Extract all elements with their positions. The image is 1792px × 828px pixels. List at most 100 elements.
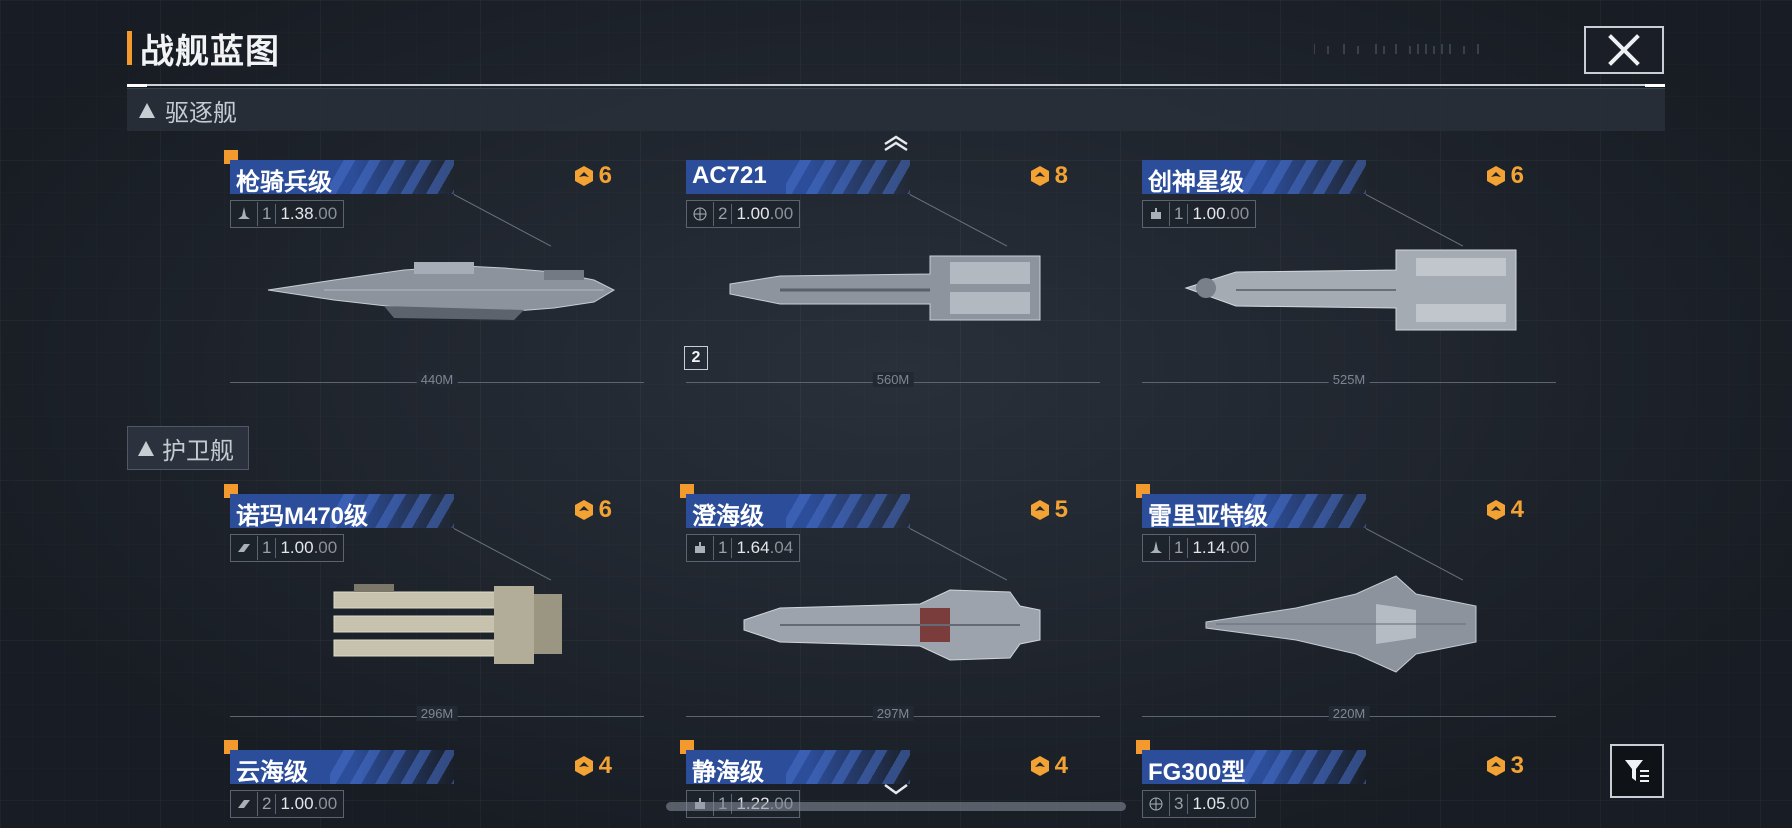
name-bar-stripes (330, 750, 454, 784)
name-bar-stripes (330, 160, 454, 194)
turret-icon (687, 536, 714, 560)
ship-length: 560M (872, 372, 914, 387)
name-bar-stripes (330, 494, 454, 528)
ship-multiplier-decimal: .00 (1225, 538, 1250, 557)
ship-level: 1 (714, 538, 733, 558)
close-button[interactable] (1584, 26, 1664, 74)
ship-name: 枪骑兵级 (236, 169, 332, 196)
turret-icon (1143, 202, 1170, 226)
ship-level: 1 (1170, 204, 1189, 224)
fighter-icon (1143, 536, 1170, 560)
ship-card[interactable]: 创神星级 6 1 1.00.00 525M (1136, 150, 1556, 390)
ship-multiplier-decimal: .00 (313, 538, 338, 557)
ship-name: 澄海级 (692, 503, 764, 530)
speed-icon (231, 536, 258, 560)
length-scale: 297M (686, 706, 1100, 724)
ship-level: 2 (714, 204, 733, 224)
ship-stats: 1 1.00.00 (1142, 200, 1257, 228)
ship-blueprint-image (1205, 575, 1477, 673)
chevron-up-icon[interactable] (882, 134, 910, 152)
length-scale: 525M (1142, 372, 1556, 390)
page-header: 战舰蓝图 (127, 26, 280, 71)
command-cost: 5 (1029, 496, 1068, 524)
command-cost: 6 (573, 496, 612, 524)
filter-button[interactable] (1610, 744, 1664, 798)
ship-length: 220M (1328, 706, 1370, 721)
ship-level: 1 (1170, 538, 1189, 558)
ship-multiplier: 1.38 (280, 204, 314, 223)
collapse-triangle-icon (138, 440, 154, 456)
command-cost: 6 (1485, 162, 1524, 190)
speed-icon (231, 792, 258, 816)
chevron-down-icon[interactable] (882, 782, 910, 798)
ship-card[interactable]: AC721 8 2 1.00.00 2 560M (680, 150, 1100, 390)
collapse-triangle-icon (139, 102, 155, 118)
section-header-destroyer[interactable]: 驱逐舰 (127, 88, 1665, 131)
command-point-icon (1486, 756, 1505, 776)
ship-name: FG300型 (1148, 759, 1246, 786)
command-point-icon (574, 166, 593, 186)
section-header-frigate[interactable]: 护卫舰 (127, 426, 249, 470)
ship-level: 1 (258, 538, 277, 558)
name-bar-stripes (786, 750, 910, 784)
ship-multiplier: 1.14 (1192, 538, 1226, 557)
ship-blueprint-image (729, 255, 1041, 321)
cost-value: 6 (1510, 162, 1524, 189)
cost-value: 6 (598, 162, 612, 189)
scroll-indicator[interactable] (666, 802, 1126, 811)
ship-card[interactable]: 雷里亚特级 4 1 1.14.00 220M (1136, 484, 1556, 724)
ship-card[interactable]: 澄海级 5 1 1.64.04 297M (680, 484, 1100, 724)
ship-name: 云海级 (236, 759, 308, 786)
header-divider-cap (127, 84, 147, 87)
ship-level: 3 (1170, 794, 1189, 814)
command-cost: 4 (1485, 496, 1524, 524)
command-cost: 4 (1029, 752, 1068, 780)
globe-icon (1143, 792, 1170, 816)
command-point-icon (1030, 756, 1049, 776)
ship-multiplier-decimal: .04 (769, 538, 794, 557)
section-label: 护卫舰 (162, 437, 234, 465)
ship-stats: 1 1.14.00 (1142, 534, 1257, 562)
filter-icon (1625, 760, 1649, 782)
ship-blueprint-image (1184, 249, 1517, 331)
ship-multiplier-decimal: .00 (313, 204, 338, 223)
ship-name: 诺玛M470级 (236, 503, 369, 530)
length-scale: 560M (686, 372, 1100, 390)
ship-length: 296M (416, 706, 458, 721)
ship-stats: 2 1.00.00 (686, 200, 801, 228)
cost-value: 8 (1054, 162, 1068, 189)
ship-multiplier-decimal: .00 (1225, 204, 1250, 223)
title-accent-bar (127, 31, 132, 65)
fighter-icon (231, 202, 258, 226)
ship-level: 2 (258, 794, 277, 814)
command-cost: 3 (1485, 752, 1524, 780)
ship-card[interactable]: 枪骑兵级 6 1 1.38.00 440M (224, 150, 644, 390)
ship-blueprint-image (333, 584, 562, 664)
ship-length: 525M (1328, 372, 1370, 387)
ship-multiplier: 1.00 (280, 538, 314, 557)
header-divider (127, 84, 1665, 86)
name-bar-stripes (786, 494, 910, 528)
cost-value: 6 (598, 496, 612, 523)
ship-length: 297M (872, 706, 914, 721)
cost-value: 4 (1054, 752, 1068, 779)
ship-level: 1 (258, 204, 277, 224)
length-scale: 440M (230, 372, 644, 390)
ship-multiplier: 1.64 (736, 538, 770, 557)
command-cost: 6 (573, 162, 612, 190)
ship-card[interactable]: FG300型 3 3 1.05.00 (1136, 740, 1556, 828)
section-label: 驱逐舰 (165, 99, 237, 127)
ship-multiplier: 1.00 (280, 794, 314, 813)
blueprint-count-badge: 2 (684, 346, 708, 370)
ship-multiplier: 1.00 (1192, 204, 1226, 223)
length-scale: 296M (230, 706, 644, 724)
ship-blueprint-image (743, 589, 1041, 661)
command-point-icon (574, 500, 593, 520)
length-scale: 220M (1142, 706, 1556, 724)
ship-card[interactable]: 诺玛M470级 6 1 1.00.00 296M (224, 484, 644, 724)
cost-value: 4 (598, 752, 612, 779)
ship-stats: 1 1.64.04 (686, 534, 801, 562)
command-point-icon (574, 756, 593, 776)
ship-card[interactable]: 云海级 4 2 1.00.00 (224, 740, 644, 828)
ship-stats: 1 1.00.00 (230, 534, 345, 562)
